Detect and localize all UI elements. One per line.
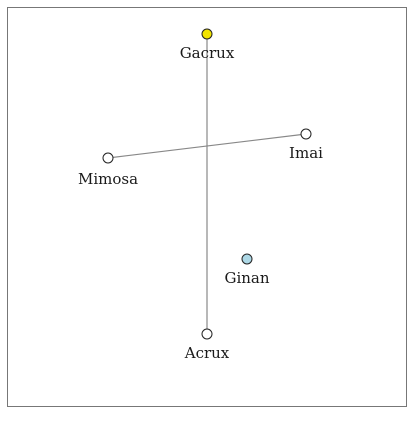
star-mimosa [102,152,114,164]
star-label-acrux: Acrux [184,344,230,362]
star-label-gacrux: Gacrux [180,44,235,62]
star-gacrux [201,28,213,40]
chart-frame [7,7,407,407]
star-ginan [241,253,253,265]
star-label-imai: Imai [289,144,323,162]
star-label-mimosa: Mimosa [78,170,138,188]
constellation-line-mimosa-imai [107,133,307,159]
constellation-lines [107,34,307,334]
star-imai [300,128,312,140]
star-acrux [201,328,213,340]
star-label-ginan: Ginan [224,269,269,287]
